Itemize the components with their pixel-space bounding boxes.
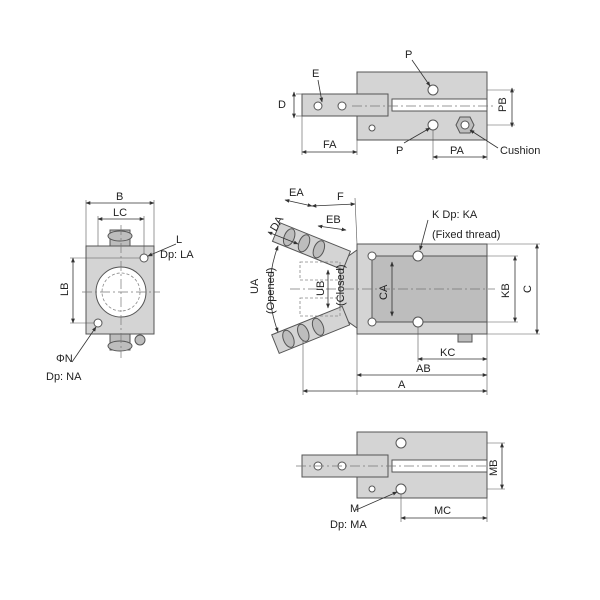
label-eb: EB xyxy=(326,214,341,226)
label-closed: (Closed) xyxy=(335,264,347,306)
lower-jaw-icon xyxy=(271,305,351,355)
label-ca: CA xyxy=(378,284,390,300)
label-p-bottom: P xyxy=(396,145,403,157)
label-l: L xyxy=(176,234,182,246)
label-ua: UA xyxy=(249,278,261,294)
label-mb: MB xyxy=(488,460,500,477)
label-dp-la: Dp: LA xyxy=(160,249,194,261)
label-ab: AB xyxy=(416,363,431,375)
mount-hole-icon xyxy=(139,253,149,263)
label-kb: KB xyxy=(500,283,512,298)
label-b: B xyxy=(116,191,123,203)
label-p-top: P xyxy=(405,49,412,61)
mount-hole-icon xyxy=(367,317,377,327)
mount-hole-icon xyxy=(368,485,376,493)
side-view: B LC L Dp: LA LB ΦN Dp: NA xyxy=(46,191,194,383)
label-e: E xyxy=(312,68,319,80)
mount-hole-icon xyxy=(367,251,377,261)
label-phi-n: ΦN xyxy=(56,353,73,365)
label-f: F xyxy=(337,191,344,203)
label-lb: LB xyxy=(59,283,71,296)
top-view-jaw-slot xyxy=(391,98,488,112)
label-cushion: Cushion xyxy=(500,145,540,157)
label-d: D xyxy=(278,99,286,111)
label-lc: LC xyxy=(113,207,127,219)
port-k-icon xyxy=(412,316,424,328)
cushion-nut-icon xyxy=(134,334,146,346)
port-k-icon xyxy=(412,250,424,262)
label-m: M xyxy=(350,503,359,515)
side-view-top-fitting xyxy=(107,230,133,242)
mount-hole-icon xyxy=(93,318,103,328)
label-c: C xyxy=(522,285,534,293)
mount-hole-icon xyxy=(368,124,376,132)
front-view: EA F EB DA K Dp: KA (Fixed thread) UA (O… xyxy=(249,187,540,395)
cushion-nut-icon xyxy=(455,116,475,134)
label-mc: MC xyxy=(434,505,451,517)
label-pa: PA xyxy=(450,145,465,157)
top-view: D E FA P PB P PA Cushion xyxy=(278,49,540,160)
label-opened: (Opened) xyxy=(265,268,277,314)
mount-hole-m-icon xyxy=(395,437,407,449)
label-fa: FA xyxy=(323,139,337,151)
port-p-upper-icon xyxy=(427,84,439,96)
side-view-bottom-fitting xyxy=(107,340,133,352)
jaw-hole-icon xyxy=(337,101,347,111)
label-kc: KC xyxy=(440,347,455,359)
label-dp-na: Dp: NA xyxy=(46,371,82,383)
mount-hole-m-icon xyxy=(395,483,407,495)
label-a: A xyxy=(398,379,406,391)
jaw-hole-icon xyxy=(313,101,323,111)
label-ub: UB xyxy=(315,281,327,296)
bottom-view: MB M Dp: MA MC xyxy=(296,431,505,531)
label-ea: EA xyxy=(289,187,304,199)
label-k-dp-ka: K Dp: KA xyxy=(432,209,478,221)
label-dp-ma: Dp: MA xyxy=(330,519,367,531)
label-pb: PB xyxy=(497,97,509,112)
upper-jaw-icon xyxy=(271,222,352,271)
cushion-nut-icon xyxy=(457,333,473,343)
label-fixed-thread: (Fixed thread) xyxy=(432,229,500,241)
